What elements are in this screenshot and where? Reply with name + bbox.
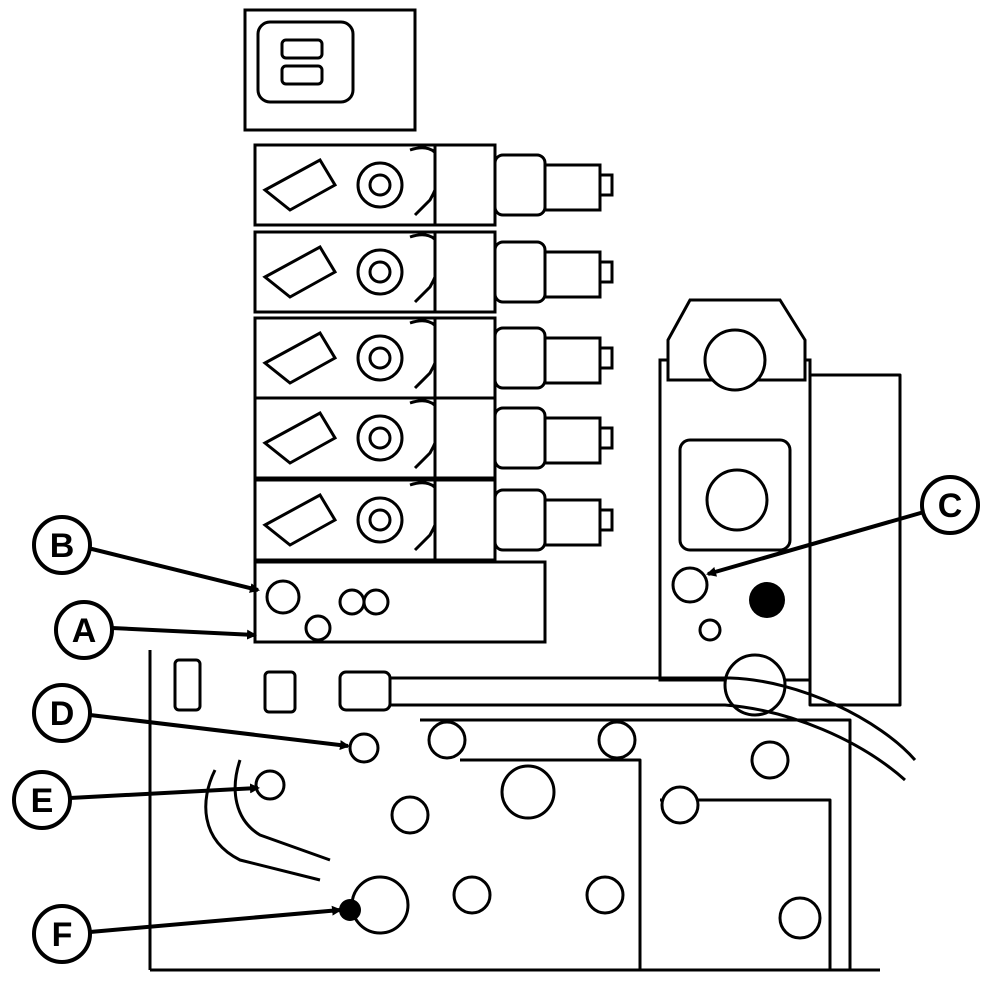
valve-lever-icon [262, 157, 338, 212]
valve-section [253, 396, 497, 480]
transmission-housing [148, 650, 880, 972]
callout-label-e: E [31, 782, 54, 820]
callout-b: B [32, 515, 260, 593]
solenoid [493, 326, 614, 390]
solenoid [493, 240, 614, 304]
valve-lever-icon [262, 492, 338, 547]
solenoid [493, 488, 614, 552]
callout-d: D [32, 683, 350, 751]
valve-section [253, 230, 497, 314]
valve-section [253, 316, 497, 400]
callout-label-f: F [52, 916, 73, 954]
callout-f: F [32, 904, 342, 964]
callout-a: A [54, 600, 257, 660]
valve-lever-icon [262, 244, 338, 299]
solenoid [493, 406, 614, 470]
callout-label-b: B [50, 527, 75, 565]
callout-label-d: D [50, 695, 75, 733]
valve-lever-icon [262, 410, 338, 465]
valve-section [253, 143, 497, 227]
connector-plate [658, 298, 902, 717]
hydraulic-tube [173, 658, 917, 882]
callout-e: E [12, 770, 260, 830]
valve-lever-icon [262, 330, 338, 385]
valve-stack [243, 8, 547, 644]
callout-c: C [706, 475, 980, 577]
solenoid-column [493, 153, 614, 552]
solenoid [493, 153, 614, 217]
valve-section [253, 478, 497, 562]
callout-label-a: A [72, 612, 97, 650]
callout-label-c: C [938, 487, 963, 525]
